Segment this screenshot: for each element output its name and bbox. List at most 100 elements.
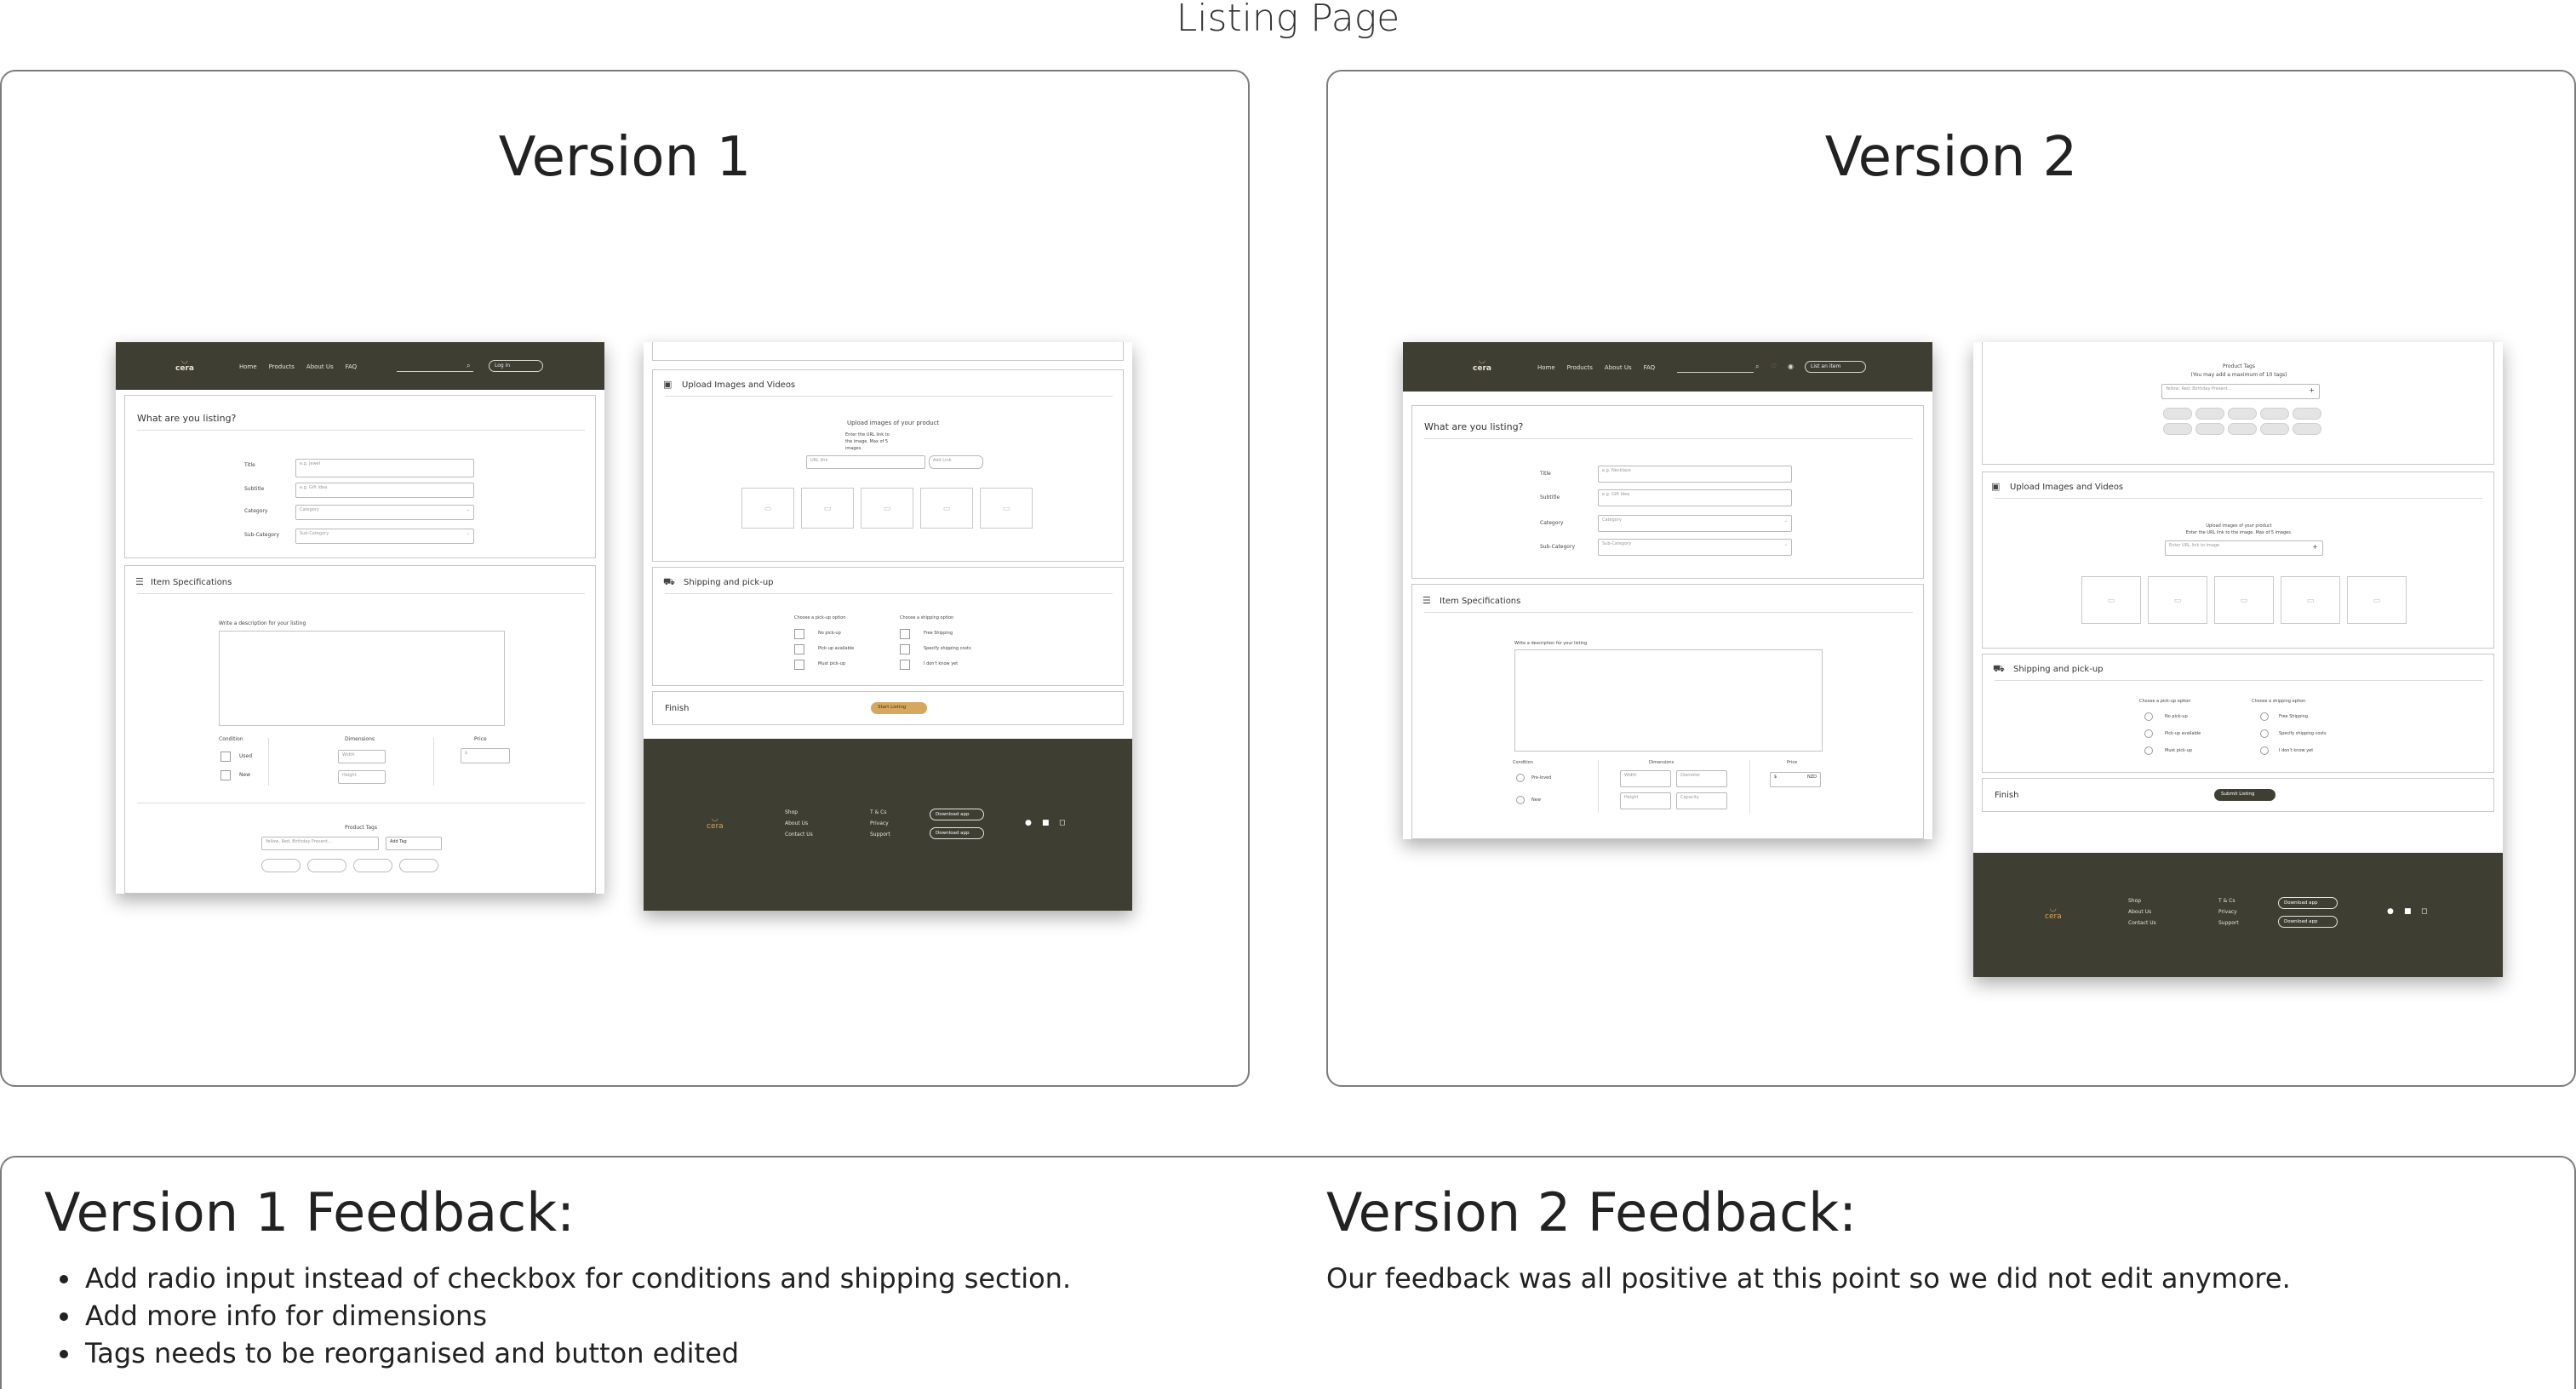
download-app-button[interactable]: Download app: [2278, 916, 2338, 928]
footer-link[interactable]: Shop: [785, 809, 799, 815]
url-input[interactable]: URL link: [806, 455, 925, 469]
tag-chip[interactable]: [2195, 423, 2224, 435]
pickup-checkbox[interactable]: [794, 660, 804, 670]
start-listing-button[interactable]: Start Listing: [871, 702, 927, 714]
tags-input[interactable]: Yellow, Red, Birthday Present...: [261, 837, 379, 850]
add-tag-button[interactable]: Add Tag: [386, 837, 442, 850]
v1-logo[interactable]: ◡cera: [175, 357, 194, 373]
plus-icon[interactable]: +: [2309, 386, 2315, 394]
height-input[interactable]: Height: [1620, 792, 1671, 809]
facebook-icon[interactable]: ●: [1025, 819, 1032, 827]
instagram-icon[interactable]: ◻: [2421, 907, 2428, 916]
tag-chip[interactable]: [261, 859, 301, 872]
tag-chip[interactable]: [2260, 408, 2289, 420]
image-placeholder-icon[interactable]: ▭: [861, 488, 913, 529]
download-app-button[interactable]: Download app: [930, 809, 984, 820]
pickup-checkbox[interactable]: [794, 629, 804, 639]
nav-link-faq[interactable]: FAQ: [1643, 364, 1656, 371]
pickup-radio[interactable]: [2144, 746, 2153, 755]
footer-link[interactable]: Privacy: [870, 820, 889, 826]
footer-logo[interactable]: ◡cera: [2045, 906, 2062, 921]
tag-chip[interactable]: [2228, 423, 2257, 435]
v2-search-input[interactable]: [1677, 372, 1754, 373]
pickup-radio[interactable]: [2144, 712, 2153, 721]
list-item-button[interactable]: List an item: [1805, 361, 1866, 373]
v1-search-input[interactable]: [397, 371, 473, 372]
instagram-icon[interactable]: ◻: [1059, 819, 1066, 827]
tag-chip[interactable]: [2163, 423, 2192, 435]
nav-link-home[interactable]: Home: [239, 363, 257, 370]
shipping-checkbox[interactable]: [900, 660, 910, 670]
subcategory-select[interactable]: Sub-Category⌄: [1598, 539, 1792, 556]
tag-chip[interactable]: [2293, 423, 2321, 435]
footer-link[interactable]: T & Cs: [870, 809, 887, 815]
used-checkbox[interactable]: [220, 752, 231, 762]
description-textarea[interactable]: [219, 631, 505, 726]
title-input[interactable]: e.g. Jewel: [295, 459, 474, 477]
shipping-checkbox[interactable]: [900, 629, 910, 639]
footer-link[interactable]: About Us: [785, 820, 809, 826]
new-checkbox[interactable]: [220, 770, 231, 780]
v1-login-button[interactable]: Log in: [489, 360, 543, 372]
url-input[interactable]: Enter URL link to image+: [2165, 540, 2323, 556]
width-input[interactable]: Width: [338, 750, 386, 763]
footer-link[interactable]: About Us: [2128, 909, 2152, 915]
new-radio[interactable]: [1516, 796, 1525, 804]
category-select[interactable]: Category⌄: [295, 505, 474, 520]
download-app-button[interactable]: Download app: [930, 827, 984, 839]
image-placeholder-icon[interactable]: ▭: [741, 488, 794, 529]
footer-link[interactable]: Contact Us: [2128, 920, 2156, 926]
tag-chip[interactable]: [353, 859, 392, 872]
capacity-input[interactable]: Capacity: [1676, 792, 1727, 809]
youtube-icon[interactable]: ■: [1042, 819, 1050, 827]
image-placeholder-icon[interactable]: ▭: [980, 488, 1033, 529]
submit-listing-button[interactable]: Submit Listing: [2214, 789, 2275, 801]
nav-link-products[interactable]: Products: [1566, 364, 1593, 371]
add-link-button[interactable]: Add Link: [929, 455, 983, 469]
price-input[interactable]: $NZD: [1770, 772, 1821, 787]
height-input[interactable]: Height: [338, 770, 386, 784]
shipping-radio[interactable]: [2260, 729, 2269, 738]
image-placeholder-icon[interactable]: ▭: [2281, 576, 2340, 624]
search-icon[interactable]: ⌕: [1755, 363, 1760, 370]
user-icon[interactable]: ◉: [1788, 363, 1794, 370]
tag-chip[interactable]: [2163, 408, 2192, 420]
price-input[interactable]: $: [461, 748, 510, 763]
tag-chip[interactable]: [2260, 423, 2289, 435]
tag-chip[interactable]: [399, 859, 438, 872]
heart-icon[interactable]: ♡: [1771, 363, 1777, 370]
tag-chip[interactable]: [307, 859, 346, 872]
shipping-radio[interactable]: [2260, 712, 2269, 721]
footer-link[interactable]: T & Cs: [2218, 898, 2235, 904]
category-select[interactable]: Category⌄: [1598, 515, 1792, 532]
nav-link-products[interactable]: Products: [268, 363, 295, 370]
image-placeholder-icon[interactable]: ▭: [2347, 576, 2407, 624]
tag-chip[interactable]: [2195, 408, 2224, 420]
tags-input[interactable]: Yellow, Red, Birthday Present...+: [2161, 384, 2320, 399]
nav-link-about[interactable]: About Us: [1604, 364, 1632, 371]
preloved-radio[interactable]: [1516, 774, 1525, 782]
subtitle-input[interactable]: e.g. Gift Idea: [295, 483, 474, 498]
pickup-checkbox[interactable]: [794, 644, 804, 654]
nav-link-faq[interactable]: FAQ: [345, 363, 358, 370]
subcategory-select[interactable]: Sub-Category⌄: [295, 529, 474, 544]
download-app-button[interactable]: Download app: [2278, 897, 2338, 909]
footer-logo[interactable]: ◡cera: [707, 815, 724, 831]
shipping-checkbox[interactable]: [900, 644, 910, 654]
width-input[interactable]: Width: [1620, 770, 1671, 787]
footer-link[interactable]: Shop: [2128, 898, 2142, 904]
nav-link-home[interactable]: Home: [1537, 364, 1555, 371]
description-textarea[interactable]: [1514, 649, 1823, 752]
title-input[interactable]: e.g. Necklace: [1598, 466, 1792, 483]
tag-chip[interactable]: [2228, 408, 2257, 420]
footer-link[interactable]: Contact Us: [785, 832, 813, 837]
search-icon[interactable]: ⌕: [467, 362, 471, 369]
tag-chip[interactable]: [2293, 408, 2321, 420]
diameter-input[interactable]: Diameter: [1676, 770, 1727, 787]
v2-logo[interactable]: ◡cera: [1473, 357, 1491, 373]
youtube-icon[interactable]: ■: [2404, 907, 2412, 916]
shipping-radio[interactable]: [2260, 746, 2269, 755]
image-placeholder-icon[interactable]: ▭: [920, 488, 973, 529]
footer-link[interactable]: Privacy: [2218, 909, 2237, 915]
plus-icon[interactable]: +: [2312, 543, 2318, 551]
